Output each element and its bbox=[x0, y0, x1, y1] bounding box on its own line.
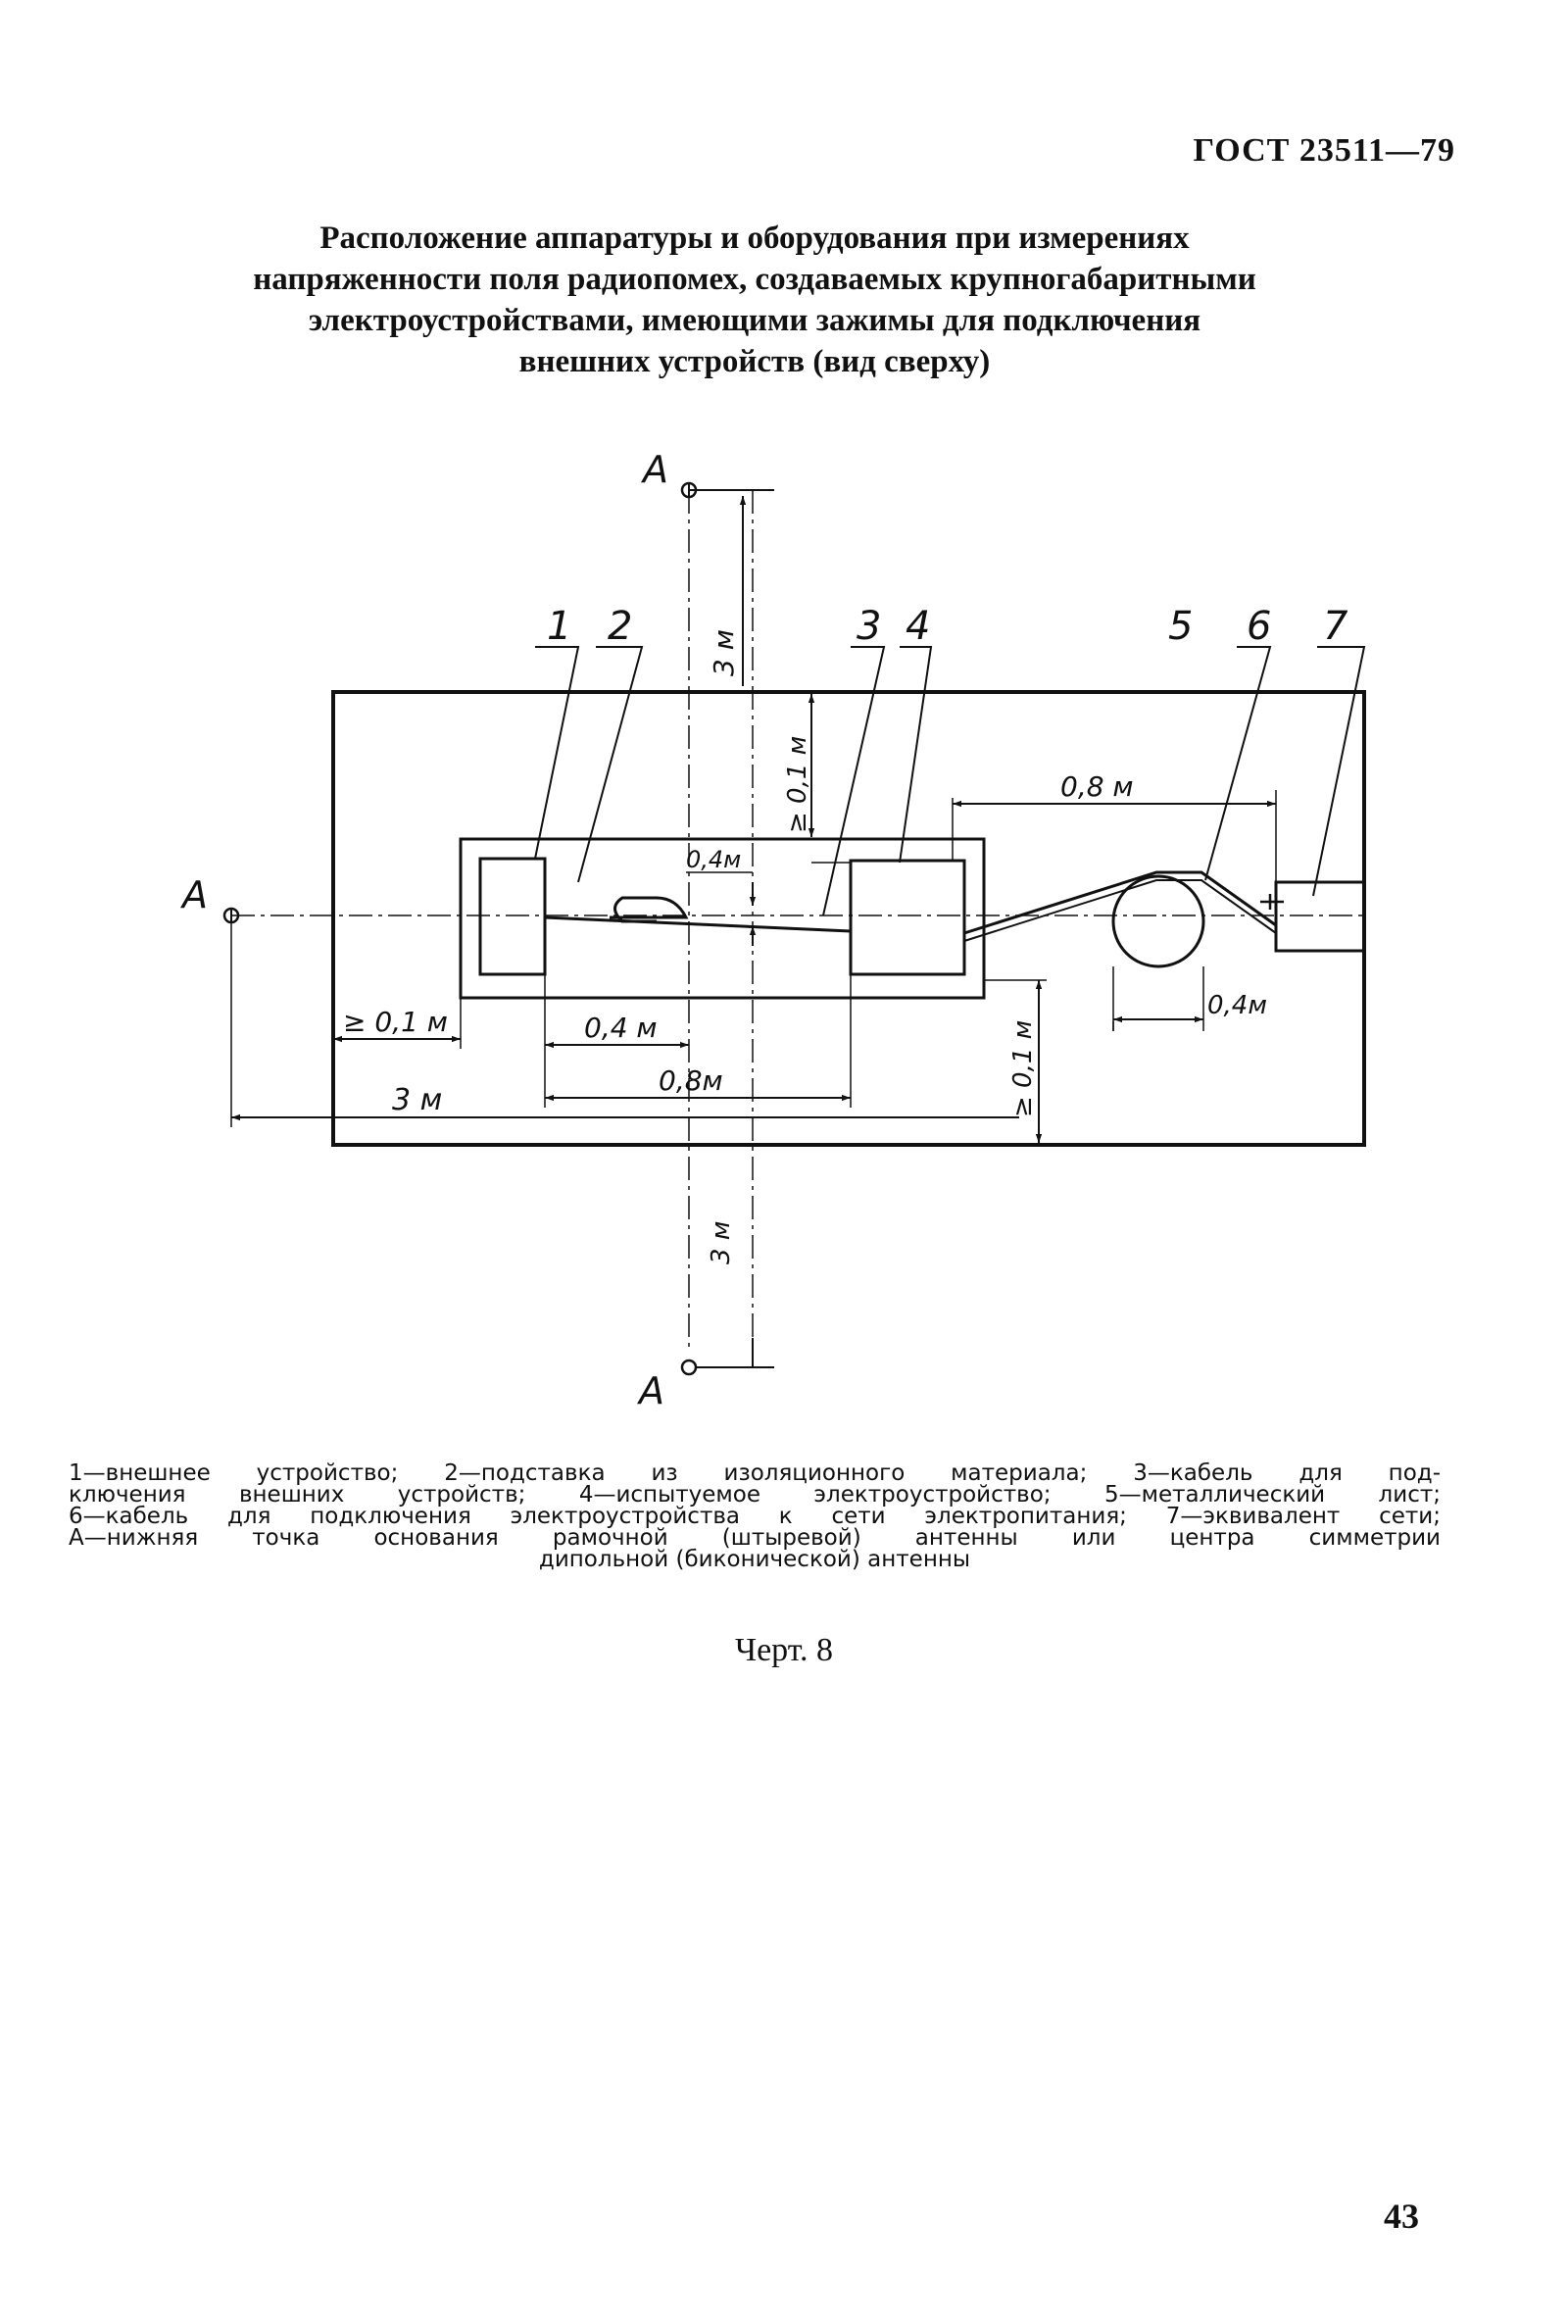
callout-7: 7 bbox=[1323, 604, 1348, 649]
callout-6: 6 bbox=[1247, 604, 1271, 649]
power-cable bbox=[963, 870, 1277, 935]
title-line: электроустройствами, имеющими зажимы для… bbox=[308, 303, 1201, 338]
metal-sheet bbox=[331, 690, 1366, 1147]
dim-bottom-gap: ≥ 0,1 м bbox=[1008, 1020, 1038, 1117]
dim-coil-04m: 0,4м bbox=[1207, 991, 1267, 1020]
title-line: Расположение аппаратуры и оборудования п… bbox=[319, 221, 1190, 256]
legend: 1—внешнее устройство; 2—подставка из изо… bbox=[69, 1460, 1441, 1572]
document-code: ГОСТ 23511—79 bbox=[1193, 132, 1455, 169]
figure-title: Расположение аппаратуры и оборудования п… bbox=[147, 218, 1362, 382]
point-label-bottom: A bbox=[636, 1369, 664, 1412]
callout-4: 4 bbox=[906, 604, 930, 649]
insulating-stand bbox=[459, 837, 986, 1000]
dim-08m-base: 0,8м bbox=[659, 1064, 723, 1097]
legend-line: 6—кабель для подключения электроустройст… bbox=[69, 1504, 1441, 1529]
callout-3: 3 bbox=[857, 604, 881, 649]
dim-bottom-3m: 3 м bbox=[707, 1221, 736, 1264]
callout-1: 1 bbox=[547, 604, 571, 649]
dim-left-gap: ≥ 0,1 м bbox=[343, 1006, 448, 1038]
legend-line: А—нижняя точка основания рамочной (штыре… bbox=[69, 1525, 1441, 1551]
point-label-top: A bbox=[640, 448, 668, 491]
figure-caption: Черт. 8 bbox=[734, 1632, 834, 1668]
dim-04m-left: 0,4 м bbox=[584, 1012, 658, 1044]
dim-3m-left: 3 м bbox=[392, 1083, 442, 1117]
point-a-bottom bbox=[680, 1359, 698, 1376]
title-line: внешних устройств (вид сверху) bbox=[518, 344, 991, 379]
dim-08m-top: 0,8 м bbox=[1060, 770, 1134, 803]
title-line: напряженности поля радиопомех, создаваем… bbox=[253, 262, 1256, 297]
callout-2: 2 bbox=[608, 604, 632, 649]
technical-drawing: A A A 1 2 3 4 5 6 7 3 м ≥ 0,1 м 0,8 м 0,… bbox=[179, 448, 1366, 1412]
line-equivalent bbox=[1274, 880, 1366, 953]
legend-line: ключения внешних устройств; 4—испытуемое… bbox=[69, 1482, 1441, 1508]
callout-5: 5 bbox=[1168, 604, 1193, 649]
external-device-cable bbox=[544, 915, 852, 933]
page-number: 43 bbox=[1384, 2197, 1419, 2236]
device-under-test bbox=[849, 859, 966, 976]
point-label-left: A bbox=[179, 873, 208, 916]
cable-loop bbox=[610, 896, 689, 923]
legend-line: 1—внешнее устройство; 2—подставка из изо… bbox=[69, 1460, 1441, 1486]
external-device bbox=[478, 857, 547, 976]
legend-line: дипольной (биконической) антенны bbox=[538, 1547, 971, 1572]
dim-top-3m: 3 м bbox=[708, 629, 740, 676]
cable-coil bbox=[1111, 874, 1205, 968]
dim-top-gap: ≥ 0,1 м bbox=[783, 736, 812, 833]
dim-04m-devices: 0,4м bbox=[686, 846, 741, 873]
